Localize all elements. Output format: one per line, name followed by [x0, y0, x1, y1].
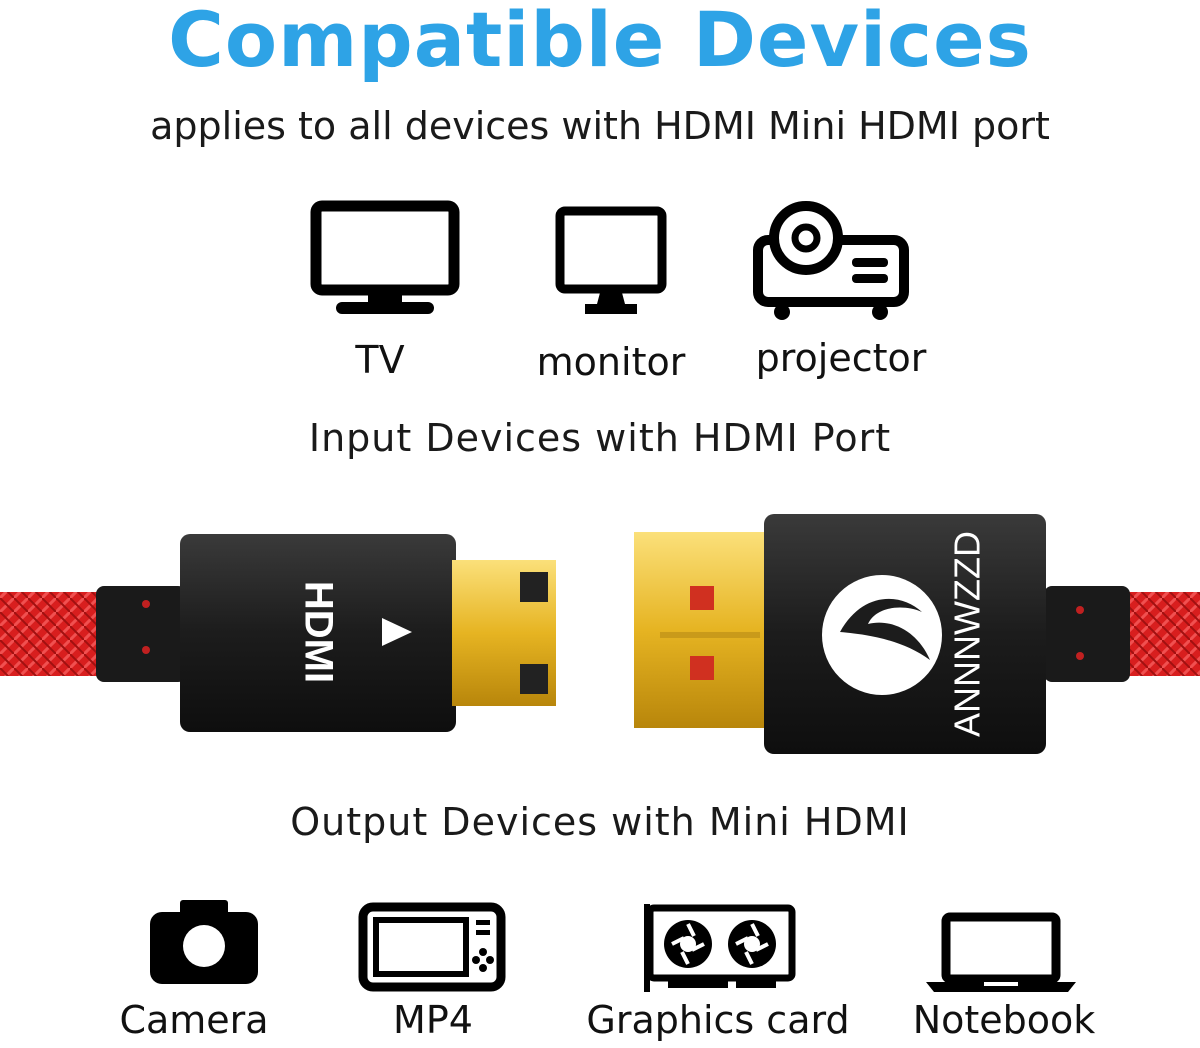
mp4-player-icon [358, 902, 506, 992]
device-label-mp4: MP4 [393, 998, 473, 1042]
page-subtitle: applies to all devices with HDMI Mini HD… [150, 104, 1050, 148]
page-title: Compatible Devices [168, 0, 1032, 84]
brand-name: ANNNWZZD [947, 531, 988, 737]
mini-hdmi-housing [180, 534, 456, 732]
mini-hdmi-logo: HDMI [296, 581, 340, 683]
play-arrow-icon [382, 618, 412, 646]
device-label-projector: projector [755, 336, 927, 380]
device-label-graphics-card: Graphics card [586, 998, 850, 1042]
tv-icon [310, 200, 460, 318]
device-label-camera: Camera [119, 998, 269, 1042]
projector-icon [752, 200, 910, 324]
graphics-card-icon [644, 904, 796, 992]
hdmi-plug [634, 532, 770, 728]
notebook-icon [926, 912, 1076, 994]
left-strain-relief [96, 586, 186, 682]
output-devices-heading: Output Devices with Mini HDMI [290, 800, 910, 844]
device-label-notebook: Notebook [912, 998, 1096, 1042]
right-strain-relief [1044, 586, 1130, 682]
camera-icon [150, 900, 258, 986]
device-label-tv: TV [355, 338, 405, 382]
left-cable-braid [0, 592, 110, 676]
device-label-monitor: monitor [536, 340, 686, 384]
monitor-icon [555, 206, 667, 318]
input-devices-heading: Input Devices with HDMI Port [308, 416, 892, 460]
hdmi-cable-illustration: HDMI ANNNWZZD [0, 500, 1200, 770]
